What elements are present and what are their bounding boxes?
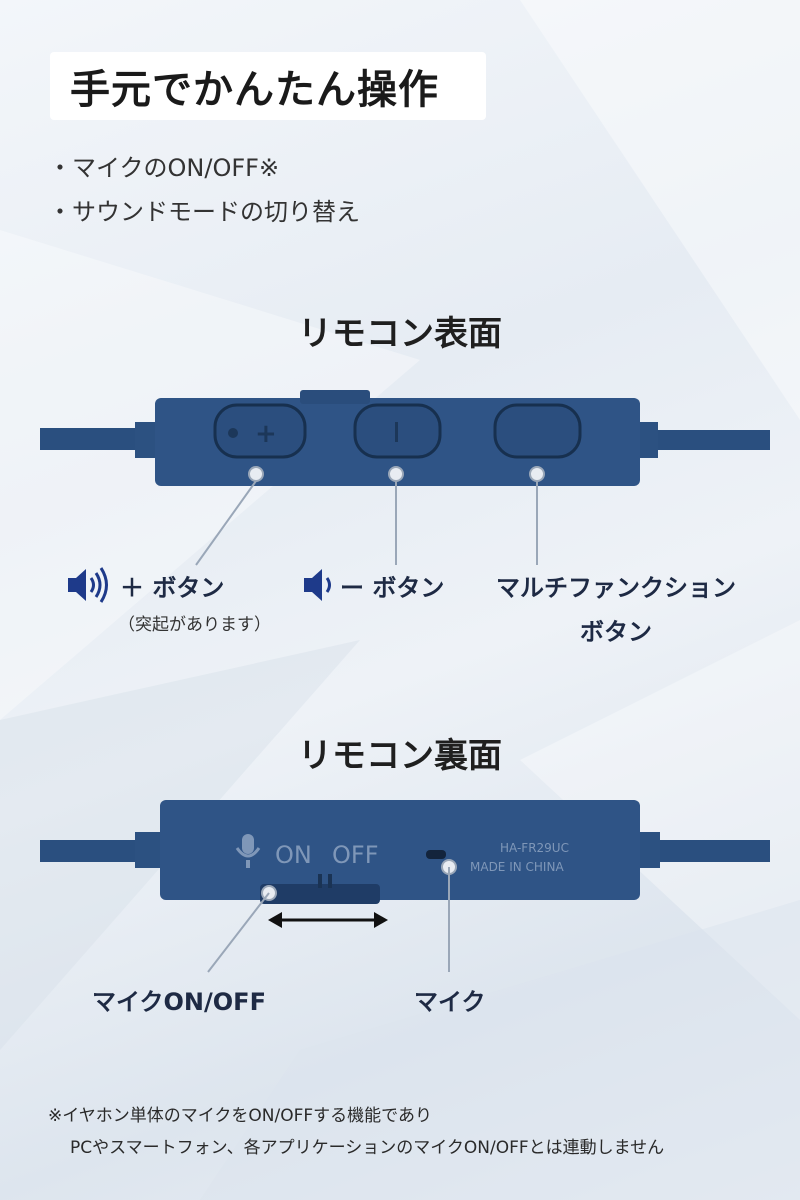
footnote-line1: ※イヤホン単体のマイクをON/OFFする機能であり — [48, 1106, 432, 1126]
feature-item: ・サウンドモードの切り替え — [48, 198, 360, 226]
switch-off-text: OFF — [332, 841, 379, 869]
footnote-line2: PCやスマートフォン、各アプリケーションのマイクON/OFFとは連動しません — [70, 1138, 665, 1158]
mic-switch-slider — [260, 884, 380, 904]
multi-function-label-line1: マルチファンクション — [496, 574, 736, 602]
footnote: ※イヤホン単体のマイクをON/OFFする機能であり PCやスマートフォン、各アプ… — [48, 1100, 664, 1164]
multi-function-label-line2: ボタン — [580, 618, 652, 646]
mic-label: マイク — [414, 988, 486, 1016]
back-section-title: リモコン裏面 — [298, 736, 502, 776]
mic-icon — [235, 834, 261, 868]
remote-back-body — [160, 800, 640, 900]
switch-on-text: ON — [275, 841, 312, 869]
page-title: 手元でかんたん操作 — [70, 67, 439, 113]
front-section-title: リモコン表面 — [298, 314, 502, 354]
speaker-loud-icon — [68, 567, 108, 603]
remote-front: + — [40, 390, 770, 486]
volume-up-note: （突起があります） — [118, 615, 271, 635]
title-box: 手元でかんたん操作 — [50, 52, 486, 120]
cable-right — [630, 840, 770, 862]
remote-back: ON OFF HA-FR29UC MADE IN CHINA — [40, 800, 770, 904]
speaker-quiet-icon — [304, 569, 331, 601]
feature-item: ・マイクのON/OFF※ — [48, 154, 280, 182]
mic-switch-label: マイクON/OFF — [92, 988, 266, 1016]
volume-up-label: ＋ ボタン — [120, 574, 225, 602]
mic-hole — [426, 850, 446, 859]
volume-up-button — [213, 403, 307, 459]
model-text: HA-FR29UC — [500, 841, 569, 855]
volume-down-label: ー ボタン — [340, 574, 445, 602]
plus-symbol: + — [255, 419, 277, 449]
feature-list: ・マイクのON/OFF※ ・サウンドモードの切り替え — [48, 146, 360, 234]
origin-text: MADE IN CHINA — [470, 860, 564, 874]
multi-function-button — [493, 403, 582, 459]
